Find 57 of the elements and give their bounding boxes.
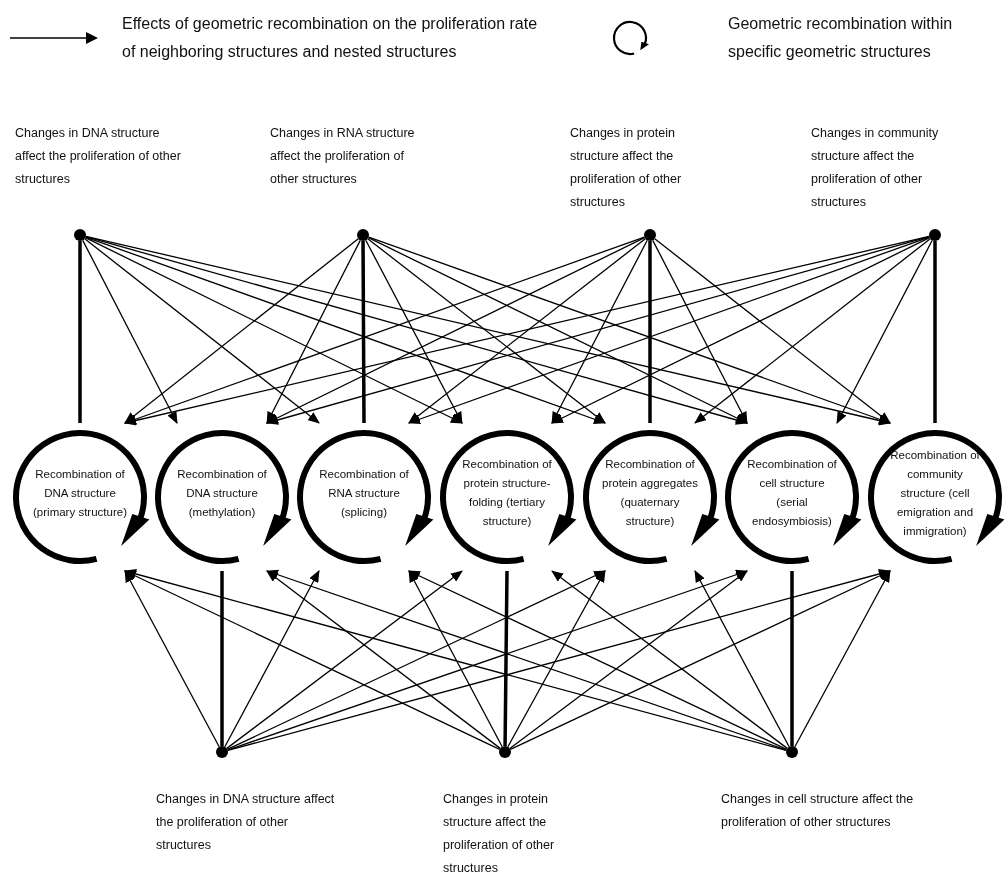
- legend-text: Geometric recombination within specific geometric structures: [728, 14, 954, 62]
- arrow: [367, 238, 606, 424]
- arrow: [509, 570, 748, 750]
- arrow: [794, 570, 891, 748]
- thick-connector: [503, 571, 509, 746]
- ring-label: Recombination of community structure (cell emigration and immigration): [889, 447, 981, 539]
- arrow: [507, 570, 606, 748]
- arrow: [124, 238, 359, 424]
- dot-caption: Changes in DNA structure affect the proliferation of other structures: [156, 791, 336, 854]
- ring-label: Recombination of protein aggregates (quaternary structure): [602, 457, 698, 529]
- arrow: [266, 570, 501, 749]
- ring-label: Recombination of DNA structure (primary structure): [32, 466, 128, 520]
- arrow: [266, 239, 361, 424]
- arrow: [654, 238, 891, 424]
- arrow: [124, 570, 501, 751]
- legend-text: Effects of geometric recombination on the proliferation rate of neighboring structures and nested structures: [122, 14, 539, 62]
- ring-label: Recombination of protein structure- folding (tertiary structure): [461, 457, 553, 529]
- arrow: [124, 570, 220, 748]
- arrow: [694, 238, 931, 424]
- arrow: [694, 570, 790, 748]
- arrow: [408, 570, 788, 751]
- thick-connector: [220, 571, 224, 746]
- dot-caption: Changes in cell structure affect the proliferation of other structures: [721, 791, 915, 831]
- arrow: [266, 236, 930, 425]
- arrow: [227, 569, 891, 752]
- thick-connector: [361, 241, 366, 423]
- ring-label: Recombination of cell structure (serial endosymbiosis): [746, 457, 838, 529]
- arrow: [408, 238, 646, 424]
- dot-caption: Changes in RNA structure affect the proliferation of other structures: [270, 125, 416, 188]
- arrow: [836, 239, 933, 424]
- arrow: [551, 237, 931, 424]
- arrow: [85, 236, 748, 425]
- arrow: [652, 239, 748, 424]
- arrow: [408, 570, 503, 748]
- arrow: [84, 237, 463, 424]
- dot-caption: Changes in protein structure affect the proliferation of other structures: [570, 125, 683, 211]
- ring-label: Recombination of RNA structure (splicing): [318, 466, 410, 520]
- arrow: [551, 239, 648, 424]
- arrow: [266, 237, 646, 424]
- arrow: [124, 569, 787, 752]
- ring-label: Recombination of DNA structure (methylation): [176, 466, 268, 520]
- thick-connector: [933, 241, 937, 423]
- arrow: [226, 570, 606, 751]
- dot-caption: Changes in community structure affect the proliferation of other structures: [811, 125, 940, 211]
- dot-caption: Changes in protein structure affect the proliferation of other structures: [443, 791, 556, 875]
- arrow: [82, 239, 178, 424]
- arrow: [365, 239, 463, 424]
- arrow: [551, 570, 788, 750]
- arrow: [84, 238, 320, 424]
- thick-connector: [78, 241, 82, 423]
- arrow: [224, 570, 320, 748]
- arrow: [367, 237, 748, 424]
- arrow: [509, 570, 891, 751]
- dot-caption: Changes in DNA structure affect the proliferation of other structures: [15, 125, 182, 188]
- arrow: [226, 570, 463, 750]
- thick-connector: [790, 571, 794, 746]
- thick-connector: [648, 241, 652, 423]
